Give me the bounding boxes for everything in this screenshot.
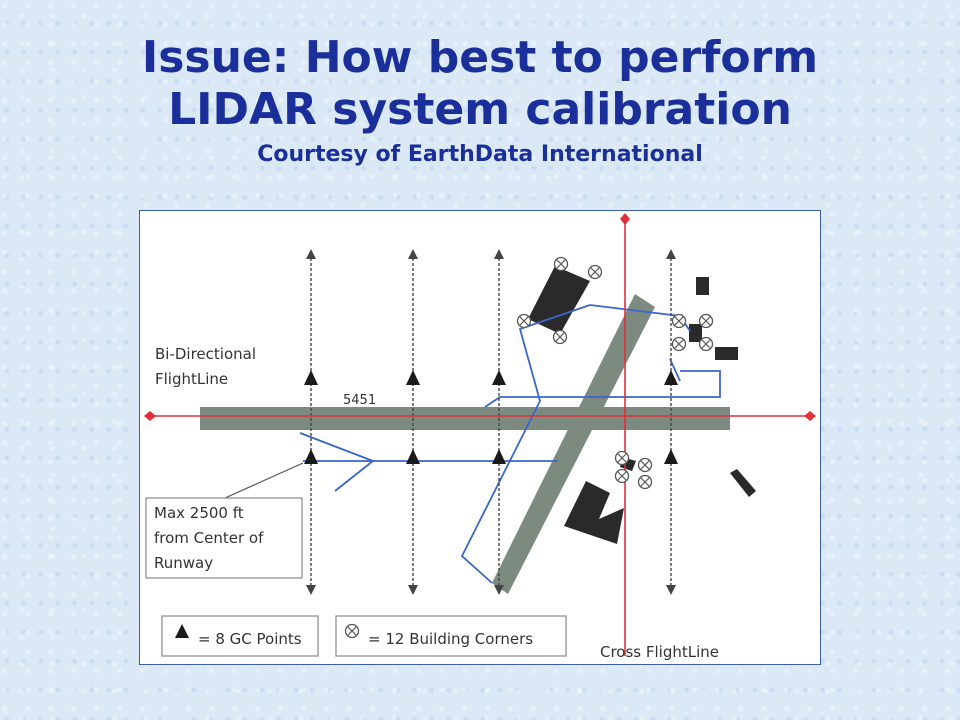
building-corner	[637, 457, 653, 473]
building	[528, 266, 590, 334]
gc-points	[304, 370, 678, 464]
max-distance-label: from Center of	[154, 529, 264, 547]
diagram-canvas: Bi-Directional FlightLine 5451 Max 2500 …	[144, 213, 816, 661]
legend-corners-box	[335, 615, 567, 657]
building-corner	[614, 450, 630, 466]
building	[564, 481, 624, 544]
slide-subtitle: Courtesy of EarthData International	[257, 142, 703, 167]
flightline-arrowheads	[306, 249, 676, 595]
building-corner	[553, 256, 569, 272]
main-runway	[200, 407, 730, 430]
bidirectional-label: FlightLine	[155, 370, 228, 388]
bidirectional-flightlines	[310, 253, 672, 591]
building-corner	[698, 336, 714, 352]
building-corner	[516, 313, 532, 329]
slide-title-line-2: LIDAR system calibration	[168, 84, 792, 135]
gc-point	[492, 449, 506, 464]
gc-point	[664, 370, 678, 385]
max-distance-box	[145, 497, 303, 579]
gc-point	[664, 449, 678, 464]
building	[696, 277, 709, 295]
runway-number: 5451	[343, 393, 376, 408]
building	[689, 324, 702, 342]
diagonal-runway	[492, 294, 655, 594]
gc-point	[304, 449, 318, 464]
building-corner	[614, 468, 630, 484]
taxiways	[299, 304, 721, 584]
building	[730, 469, 756, 497]
max-distance-label: Max 2500 ft	[154, 504, 244, 522]
building-corner	[671, 313, 687, 329]
max-distance-label: Runway	[154, 554, 213, 572]
cross-flightline-label: Cross FlightLine	[600, 643, 719, 661]
gc-point	[406, 370, 420, 385]
legend-corners-label: = 12 Building Corners	[368, 630, 533, 648]
bidirectional-label: Bi-Directional	[155, 345, 256, 363]
callout-leader	[224, 462, 304, 499]
building-corner	[698, 313, 714, 329]
calibration-diagram: Bi-Directional FlightLine 5451 Max 2500 …	[139, 210, 821, 665]
building-corner	[671, 336, 687, 352]
building	[715, 347, 738, 360]
gc-point	[304, 370, 318, 385]
legend-gc-label: = 8 GC Points	[198, 630, 302, 648]
legend-triangle-icon	[175, 624, 189, 638]
slide-title-line-1: Issue: How best to perform	[141, 32, 819, 83]
building-corner	[587, 264, 603, 280]
legend-corner-icon	[344, 623, 360, 639]
building-corner	[552, 329, 568, 345]
building-corner	[637, 474, 653, 490]
cross-flightlines	[144, 213, 816, 656]
gc-point	[406, 449, 420, 464]
gc-point	[492, 370, 506, 385]
